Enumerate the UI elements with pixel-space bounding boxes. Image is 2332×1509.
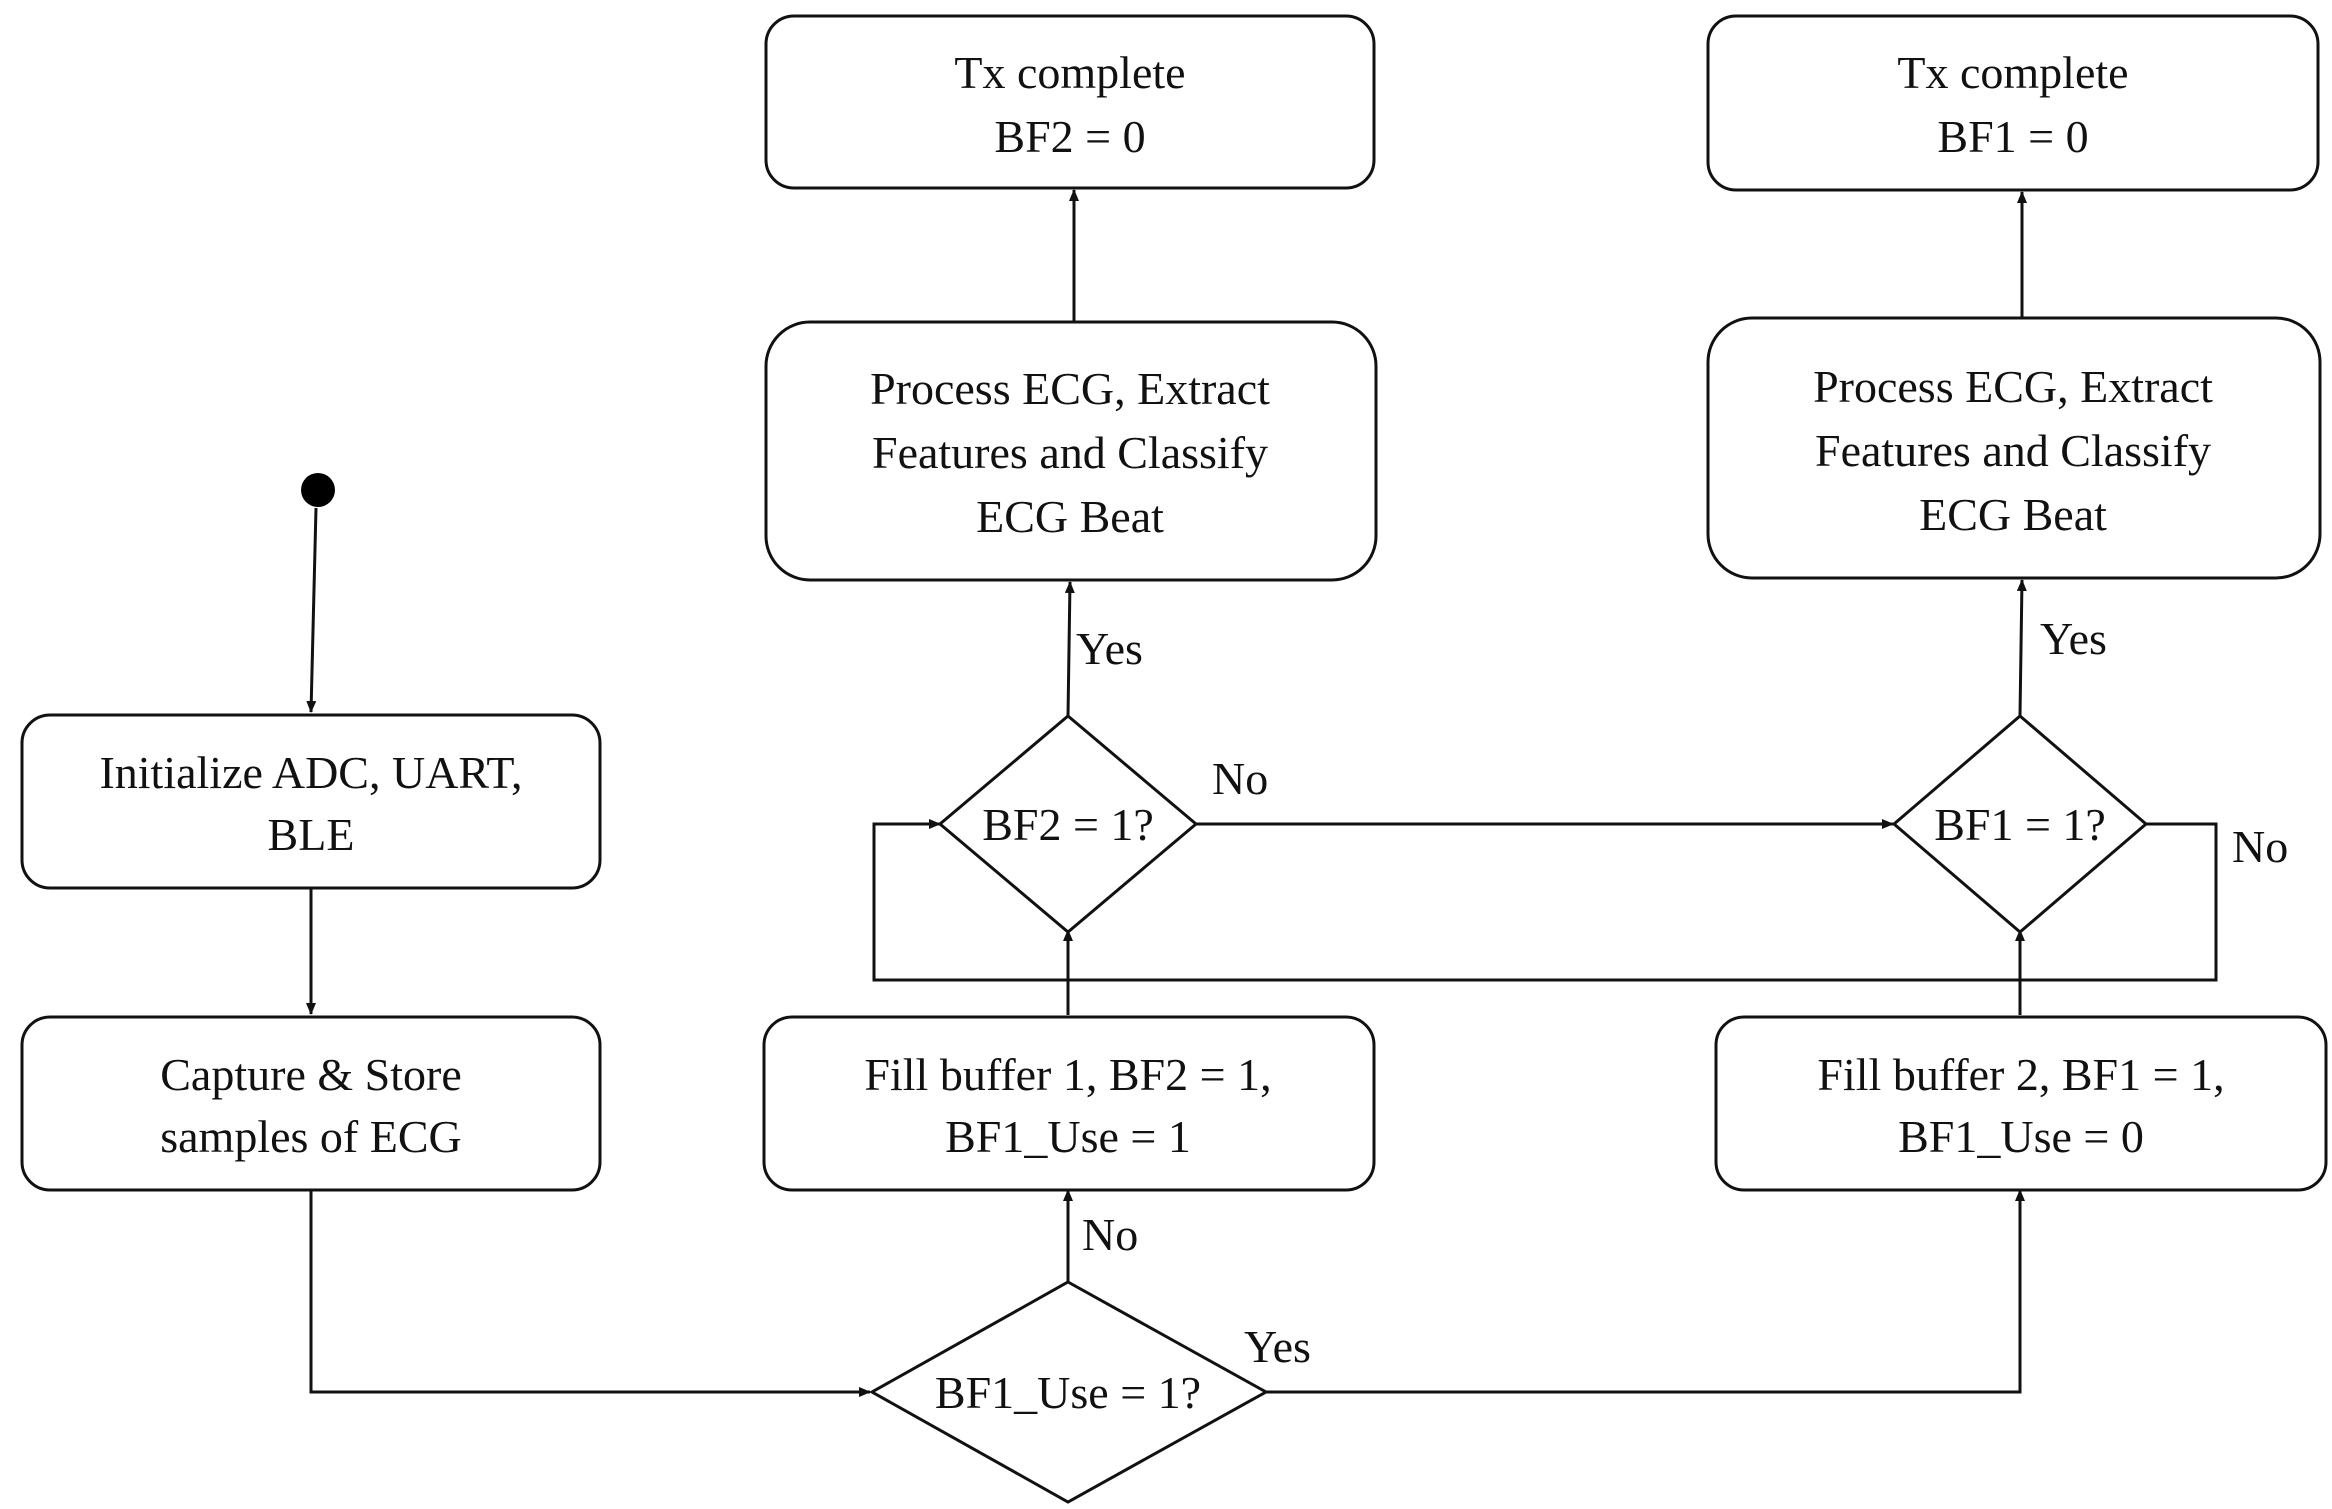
capture-line-2: samples of ECG (160, 1111, 462, 1162)
edge-capture-to-bf1-use (309, 1190, 871, 1397)
edge-bf1-no-loop-to-bf2 (872, 819, 2218, 982)
edge-bf1-use-yes-to-fill-2 (1266, 1189, 2025, 1394)
initialize-line-1: Initialize ADC, UART, (99, 747, 522, 798)
initialize-line-2: BLE (268, 809, 355, 860)
fill-buffer-2-line-1: Fill buffer 2, BF1 = 1, (1817, 1049, 2224, 1100)
edge-label-bf1-no: No (2232, 821, 2288, 872)
capture-box (20, 1015, 602, 1192)
edge-label-bf2-no: No (1212, 753, 1268, 804)
process-left-box (764, 320, 1378, 582)
edge-bf2-yes-to-process-left (1064, 581, 1075, 717)
start-node (301, 473, 335, 507)
capture-line-1: Capture & Store (160, 1049, 462, 1100)
fill-buffer-1-line-2: BF1_Use = 1 (945, 1111, 1191, 1162)
process-left-line-3: ECG Beat (976, 491, 1164, 542)
tx-complete-bf2-line-1: Tx complete (954, 47, 1185, 98)
decision-bf1-label: BF1 = 1? (1934, 799, 2106, 850)
edge-label-bf1-use-yes: Yes (1244, 1321, 1311, 1372)
tx-complete-bf2-box (764, 14, 1376, 190)
initialize-box (20, 713, 602, 890)
decision-bf1-use (868, 1280, 1270, 1504)
edge-start-to-initialize (306, 507, 318, 713)
edge-label-bf1-yes: Yes (2040, 613, 2107, 664)
process-left-line-2: Features and Classify (872, 427, 1268, 478)
process-right-box (1706, 316, 2322, 580)
decision-bf1-use-label: BF1_Use = 1? (935, 1367, 1201, 1418)
fill-buffer-1-line-1: Fill buffer 1, BF2 = 1, (864, 1049, 1271, 1100)
process-right-line-2: Features and Classify (1815, 425, 2211, 476)
tx-complete-bf2-line-2: BF2 = 0 (994, 111, 1145, 162)
decision-bf2 (937, 714, 1199, 934)
edge-label-bf2-yes: Yes (1076, 623, 1143, 674)
edge-bf1-yes-to-process-right (2016, 579, 2027, 717)
tx-complete-bf1-line-2: BF1 = 0 (1937, 111, 2088, 162)
edge-label-bf1-use-no: No (1082, 1209, 1138, 1260)
fill-buffer-1-box (762, 1015, 1376, 1192)
tx-complete-bf1-box (1706, 14, 2320, 192)
tx-complete-bf1-line-1: Tx complete (1897, 47, 2128, 98)
fill-buffer-2-line-2: BF1_Use = 0 (1898, 1111, 2144, 1162)
decision-bf1 (1891, 714, 2149, 934)
fill-buffer-2-box (1714, 1015, 2328, 1192)
process-right-line-1: Process ECG, Extract (1813, 361, 2213, 412)
process-right-line-3: ECG Beat (1919, 489, 2107, 540)
process-left-line-1: Process ECG, Extract (870, 363, 1270, 414)
decision-bf2-label: BF2 = 1? (982, 799, 1154, 850)
